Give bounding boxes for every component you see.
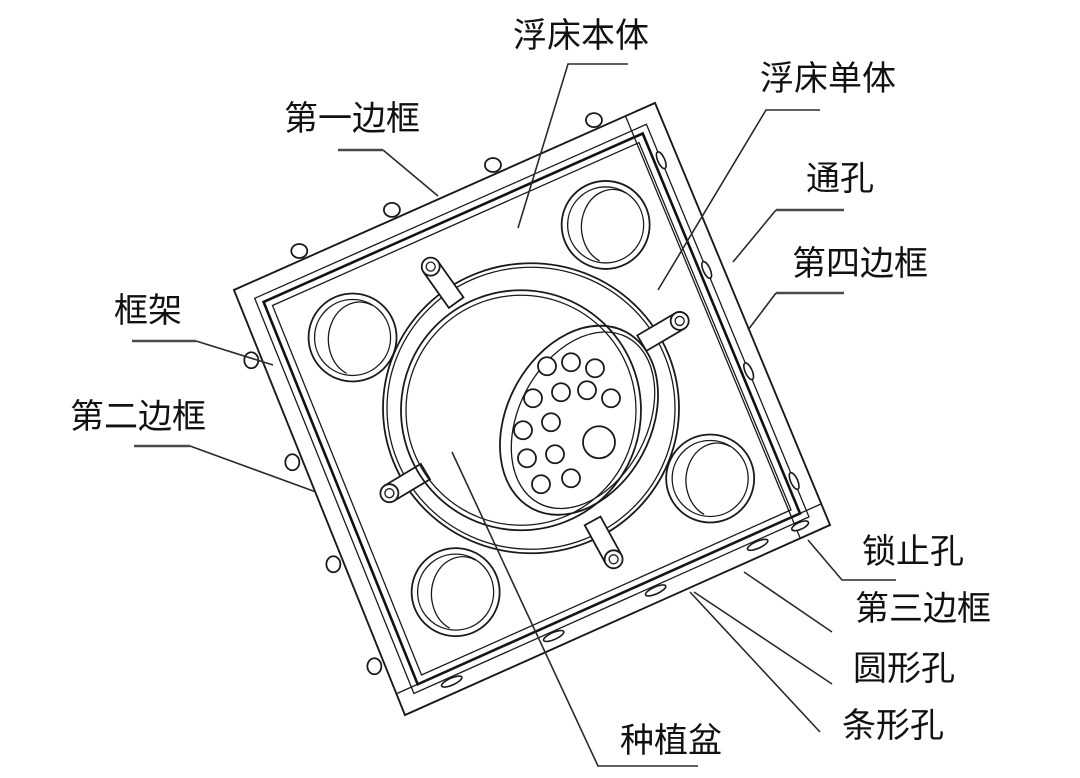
- strip-hole-2: [644, 584, 667, 597]
- mount-tab-bolt-2: [379, 483, 400, 504]
- corner-opening-shadow-1: [580, 188, 626, 262]
- leader-round-hole: [693, 591, 833, 685]
- drain-hole-7: [513, 420, 533, 441]
- mount-tab-bolt-3: [603, 549, 624, 570]
- mount-ring-inner: [386, 266, 676, 550]
- bolt-top-0: [290, 243, 309, 259]
- strip-hole-0: [440, 675, 463, 688]
- mount-tab-bolt-core-3: [608, 554, 619, 565]
- corner-opening-outer-2: [665, 433, 756, 524]
- planting-pot-rim-outer: [400, 289, 642, 532]
- leader-lines: [132, 63, 896, 767]
- label-second-frame: 第二边框: [70, 397, 206, 437]
- bolt-top-3: [585, 112, 603, 129]
- corner-opening-outer-0: [307, 292, 398, 383]
- leader-float-bed-unit: [657, 109, 820, 291]
- label-through-hole: 通孔: [806, 159, 874, 199]
- leader-lock-hole: [807, 539, 896, 581]
- leader-second-frame-diag: [189, 445, 317, 493]
- label-strip-hole: 条形孔: [842, 706, 944, 746]
- fourth-frame-rail-line: [624, 115, 801, 539]
- drain-hole-0: [537, 356, 557, 377]
- bolt-left-1: [284, 453, 301, 472]
- through-hole-0: [655, 151, 667, 170]
- mount-tab-bolt-core-2: [384, 488, 395, 499]
- leader-float-bed-body: [517, 63, 628, 229]
- lock-hole: [790, 520, 810, 532]
- corner-opening-inner-3: [416, 553, 495, 631]
- label-round-hole: 圆形孔: [853, 649, 955, 689]
- label-planting-pot: 种植盆: [620, 721, 722, 761]
- label-float-bed-body: 浮床本体: [513, 16, 649, 56]
- label-lock-hole: 锁止孔: [862, 532, 964, 572]
- label-first-frame: 第一边框: [284, 99, 420, 139]
- bolt-left-2: [325, 555, 342, 574]
- drain-hole-12: [531, 474, 551, 495]
- drain-hole-3: [523, 388, 543, 409]
- mount-tab-bolt-core-1: [674, 315, 685, 327]
- leader-planting-pot: [451, 451, 698, 767]
- drain-hole-6: [601, 388, 621, 409]
- mount-ring-outer: [382, 262, 680, 555]
- planting-pot-bottom-outer: [499, 324, 659, 516]
- leader-first-frame-diag: [382, 149, 439, 197]
- drain-hole-13: [561, 468, 581, 489]
- drain-hole-9: [517, 448, 537, 469]
- through-hole-2: [743, 362, 755, 381]
- strip-hole-1: [542, 629, 565, 643]
- corner-opening-shadow-3: [430, 556, 476, 629]
- drain-hole-11: [582, 425, 616, 460]
- frame-rail-0: [253, 123, 810, 695]
- float-bed-drawing: [232, 101, 832, 717]
- drain-hole-4: [551, 382, 571, 403]
- leader-fourth-frame-diag: [747, 292, 777, 331]
- label-float-bed-unit: 浮床单体: [760, 59, 896, 99]
- corner-opening-shadow-2: [685, 442, 731, 516]
- label-frame: 框架: [114, 291, 182, 331]
- corner-opening-outer-3: [410, 547, 501, 638]
- third-frame-rail-line: [396, 503, 822, 695]
- bolt-left-3: [366, 657, 383, 676]
- labels: 浮床本体 浮床单体 第一边框 通孔 第四边框 框架 第二边框 锁止孔 第三边框 …: [70, 16, 991, 761]
- leader-strip-hole: [689, 591, 821, 733]
- leader-third-frame: [743, 571, 833, 633]
- label-third-frame: 第三边框: [855, 589, 991, 629]
- drain-hole-1: [561, 352, 581, 373]
- through-hole-3: [788, 471, 800, 491]
- planting-pot-rim-inner: [405, 294, 637, 526]
- leader-through-hole-diag: [732, 209, 777, 263]
- through-hole-1: [701, 260, 713, 280]
- frame-rail-2: [271, 141, 792, 676]
- corner-opening-inner-2: [671, 439, 749, 518]
- planting-pot-bottom-inner: [510, 331, 656, 510]
- corner-opening-shadow-0: [327, 301, 373, 375]
- bolt-top-1: [383, 201, 401, 218]
- corner-opening-inner-0: [313, 298, 392, 377]
- leader-frame-diag: [195, 340, 274, 366]
- corner-opening-outer-1: [560, 180, 651, 270]
- drain-hole-10: [545, 444, 565, 465]
- bolt-top-2: [484, 157, 502, 173]
- label-fourth-frame: 第四边框: [792, 244, 928, 284]
- strip-hole-3: [746, 538, 769, 552]
- mount-tab-bolt-core-0: [425, 261, 436, 272]
- drain-hole-5: [577, 380, 597, 401]
- drain-hole-2: [585, 358, 605, 379]
- mount-tab-bolt-1: [669, 311, 690, 331]
- mount-tab-bolt-0: [420, 256, 441, 277]
- corner-opening-inner-1: [566, 186, 645, 264]
- drain-hole-8: [541, 412, 561, 433]
